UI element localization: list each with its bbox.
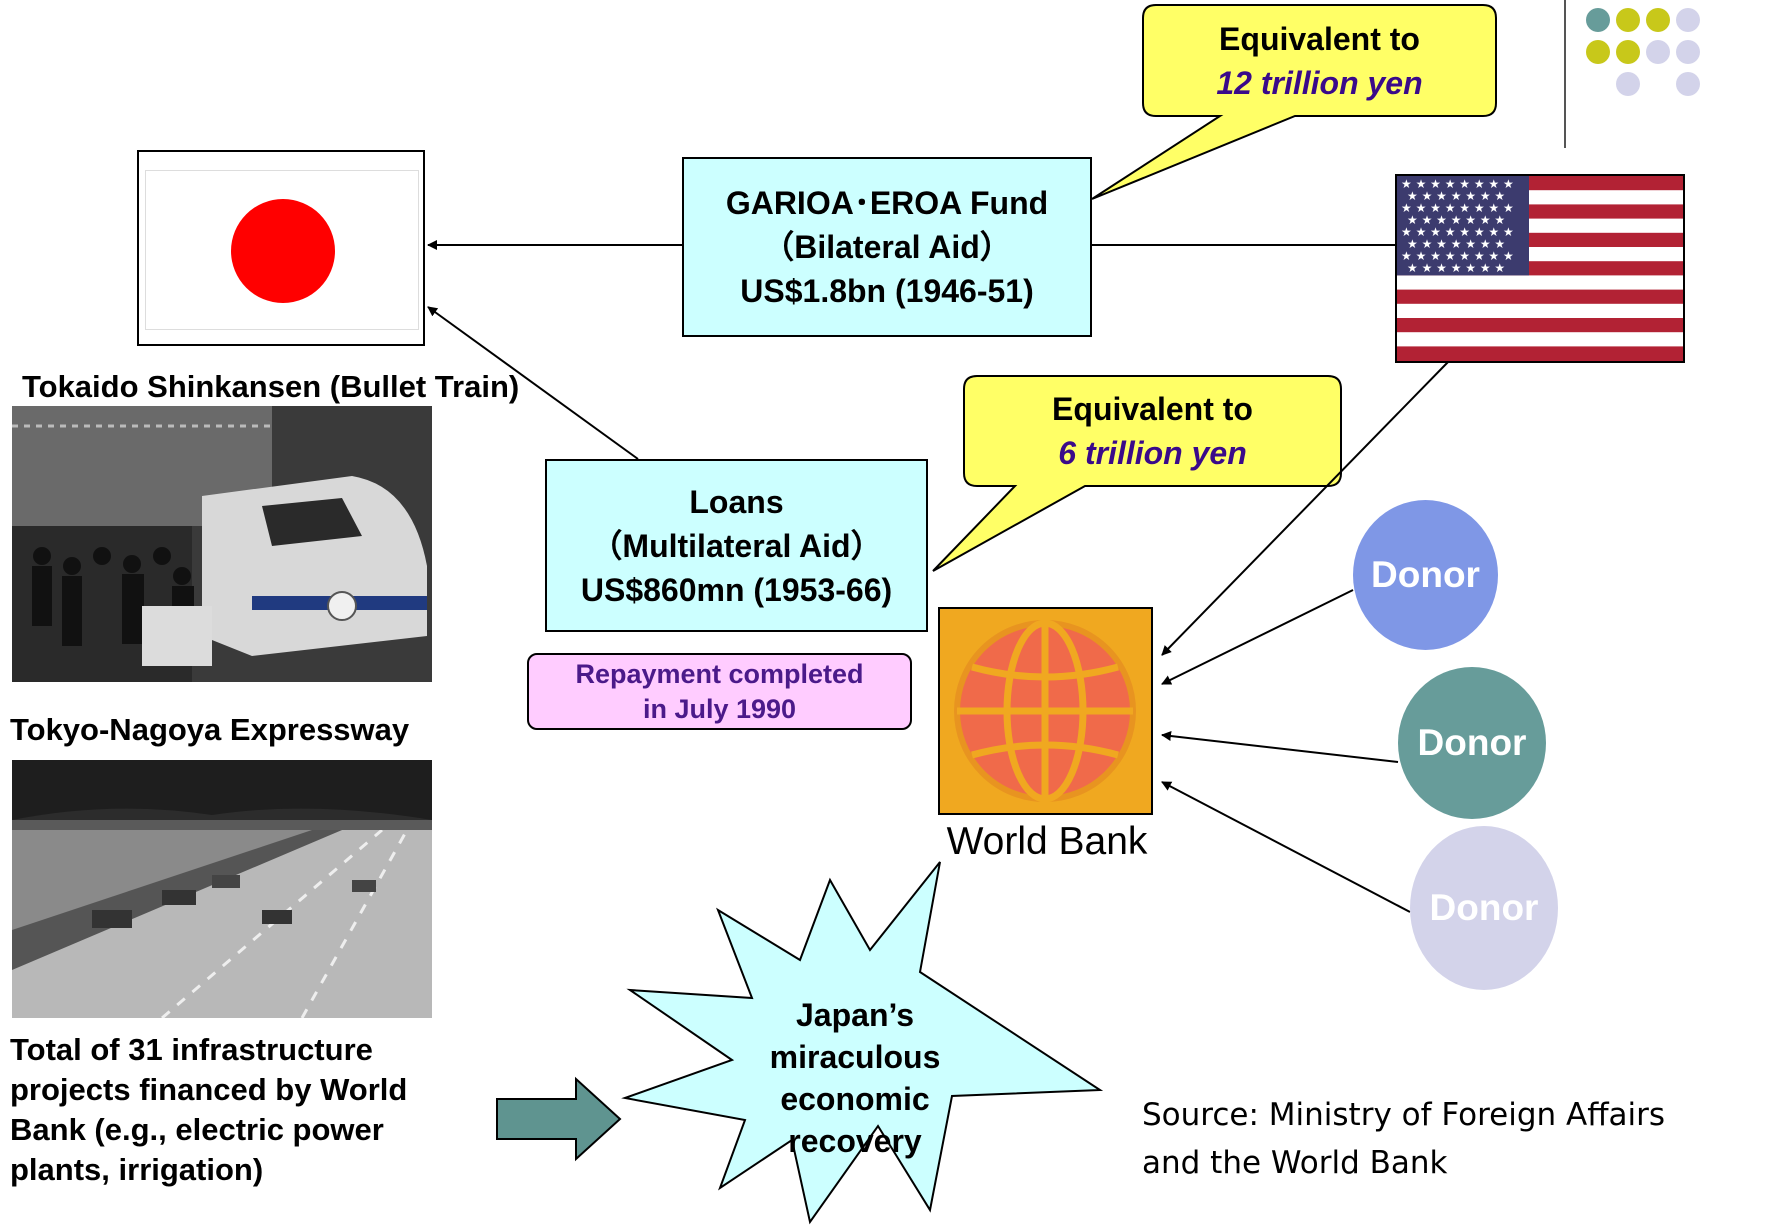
- japan-flag: [137, 150, 425, 346]
- callout-mid-shape: [932, 375, 1342, 572]
- expressway-photo: [12, 760, 432, 1018]
- garioa-title: GARIOA･EROA Fund: [725, 185, 1049, 221]
- world-bank-label: World Bank: [946, 820, 1148, 863]
- arrow-loans-to-japan: [427, 306, 639, 460]
- callout-top-line2: 12 trillion yen: [1216, 64, 1423, 101]
- callout-top-shape: [1091, 4, 1497, 200]
- globe-icon: [954, 619, 1136, 803]
- infrastructure-line-1: Total of 31 infrastructure: [10, 1032, 373, 1067]
- callout-mid-text: Equivalent to 6 trillion yen: [964, 376, 1341, 486]
- recovery-starburst: [621, 861, 1104, 1225]
- svg-text:★ ★ ★ ★ ★ ★ ★: ★ ★ ★ ★ ★ ★ ★: [1407, 213, 1505, 227]
- arrow-donor1-to-worldbank: [1161, 589, 1354, 685]
- us-flag: ★ ★ ★ ★ ★ ★ ★ ★ ★ ★ ★ ★ ★ ★ ★ ★ ★ ★ ★ ★ …: [1395, 174, 1685, 363]
- loans-subtitle: （Multilateral Aid）: [590, 527, 883, 564]
- recovery-line-3: economic: [780, 1081, 930, 1117]
- expressway-image: [12, 760, 432, 1018]
- infrastructure-text: Total of 31 infrastructure projects fina…: [10, 1030, 407, 1190]
- donor-1-label: Donor: [1371, 554, 1480, 595]
- donor-3: Donor: [1410, 826, 1558, 990]
- loans-amount: US$860mn (1953-66): [580, 571, 893, 608]
- source-line-1: Source: Ministry of Foreign Affairs: [1142, 1097, 1666, 1133]
- donor-3-label: Donor: [1429, 887, 1539, 928]
- svg-text:★ ★ ★ ★ ★ ★ ★: ★ ★ ★ ★ ★ ★ ★: [1407, 189, 1505, 203]
- expressway-label: Tokyo-Nagoya Expressway: [10, 712, 410, 747]
- callout-top-line1: Equivalent to: [1219, 20, 1420, 57]
- recovery-line-4: recovery: [788, 1123, 922, 1159]
- infrastructure-line-3: Bank (e.g., electric power: [10, 1112, 384, 1147]
- garioa-amount: US$1.8bn (1946-51): [740, 273, 1034, 309]
- repayment-line2: in July 1990: [642, 693, 797, 724]
- source-text: Source: Ministry of Foreign Affairs and …: [1142, 1091, 1665, 1187]
- loans-box: Loans （Multilateral Aid） US$860mn (1953-…: [545, 459, 928, 632]
- shinkansen-label: Tokaido Shinkansen (Bullet Train): [22, 369, 520, 404]
- svg-text:★ ★ ★ ★ ★ ★ ★: ★ ★ ★ ★ ★ ★ ★: [1407, 261, 1505, 275]
- svg-text:★ ★ ★ ★ ★ ★ ★ ★: ★ ★ ★ ★ ★ ★ ★ ★: [1401, 201, 1514, 215]
- donor-2-label: Donor: [1417, 722, 1527, 763]
- arrow-us-to-worldbank: [1161, 361, 1449, 656]
- infrastructure-line-2: projects financed by World: [10, 1072, 408, 1107]
- recovery-text: Japan’s miraculous economic recovery: [730, 988, 980, 1168]
- decorative-dots: [1586, 8, 1700, 96]
- us-flag-graphic: ★ ★ ★ ★ ★ ★ ★ ★ ★ ★ ★ ★ ★ ★ ★ ★ ★ ★ ★ ★ …: [1397, 176, 1683, 361]
- arrow-donor3-to-worldbank: [1161, 781, 1411, 913]
- callout-mid-line1: Equivalent to: [1052, 391, 1253, 427]
- svg-text:★ ★ ★ ★ ★ ★ ★ ★: ★ ★ ★ ★ ★ ★ ★ ★: [1401, 225, 1514, 239]
- donor-1: Donor: [1353, 500, 1498, 650]
- repayment-box: Repayment completed in July 1990: [527, 653, 912, 730]
- callout-top-text: Equivalent to 12 trillion yen: [1143, 5, 1496, 116]
- bullet-train-image: [12, 406, 432, 682]
- world-bank-logo: [938, 607, 1153, 815]
- donor-2: Donor: [1398, 667, 1546, 819]
- svg-text:★ ★ ★ ★ ★ ★ ★ ★: ★ ★ ★ ★ ★ ★ ★ ★: [1401, 177, 1514, 191]
- garioa-fund-box: GARIOA･EROA Fund （Bilateral Aid） US$1.8b…: [682, 157, 1092, 337]
- shinkansen-photo: [12, 406, 432, 682]
- svg-text:★ ★ ★ ★ ★ ★ ★: ★ ★ ★ ★ ★ ★ ★: [1407, 237, 1505, 251]
- svg-text:★ ★ ★ ★ ★ ★ ★ ★: ★ ★ ★ ★ ★ ★ ★ ★: [1401, 249, 1514, 263]
- recovery-line-1: Japan’s: [796, 997, 914, 1033]
- loans-title: Loans: [689, 483, 784, 520]
- recovery-line-2: miraculous: [769, 1039, 941, 1075]
- source-line-2: and the World Bank: [1142, 1145, 1448, 1181]
- garioa-subtitle: （Bilateral Aid）: [762, 229, 1012, 265]
- infrastructure-line-4: plants, irrigation): [10, 1152, 264, 1187]
- repayment-line1: Repayment completed: [575, 658, 864, 689]
- arrow-block-to-recovery: [496, 1076, 622, 1162]
- japan-flag-disc: [231, 199, 335, 303]
- callout-mid-line2: 6 trillion yen: [1058, 435, 1247, 471]
- arrow-donor2-to-worldbank: [1161, 731, 1399, 763]
